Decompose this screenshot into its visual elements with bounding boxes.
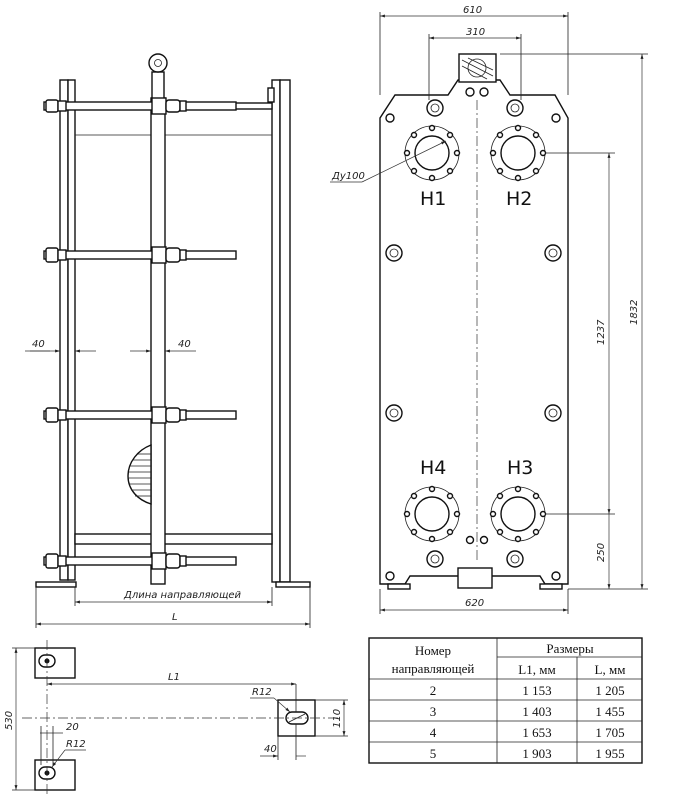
table-cell: 5 — [430, 746, 437, 761]
dimensions-table: Номер направляющей Размеры L1, мм L, мм … — [368, 637, 643, 764]
guide-detail: L1 530 R12 20 R12 40 110 — [4, 640, 348, 796]
right-post-outer — [271, 79, 281, 583]
dim-width-top: 610 — [463, 5, 482, 16]
dim-r12-bottom: R12 — [66, 739, 86, 750]
dim-20: 20 — [66, 722, 79, 733]
dim-total-length: L — [172, 612, 178, 623]
table-cell: 2 — [430, 683, 437, 698]
left-post-outer — [59, 79, 69, 581]
table-header-number: Номер — [415, 643, 451, 658]
left-post-inner — [67, 79, 76, 581]
dim-40-left: 40 — [32, 339, 45, 350]
guide-bar-2 — [43, 246, 237, 264]
side-view: H1 H2 H4 H3 Ду100 610 310 1832 1237 250 — [330, 5, 648, 614]
table-cell: 1 903 — [522, 746, 551, 761]
dim-nozzle: Ду100 — [331, 171, 365, 182]
port-label-h3: H3 — [507, 457, 533, 479]
dim-40-detail: 40 — [264, 744, 277, 755]
dim-width-bottom: 620 — [465, 598, 484, 609]
table-cell: 1 705 — [595, 725, 624, 740]
table-cell: 1 653 — [522, 725, 551, 740]
dim-r12-top: R12 — [252, 687, 272, 698]
port-label-h1: H1 — [420, 188, 446, 210]
front-view: 40 40 Длина направляющей L — [25, 53, 311, 628]
frame-plate — [379, 79, 569, 585]
dim-port-bottom: 250 — [596, 543, 607, 562]
guide-bar-4 — [43, 552, 237, 570]
port-flange-h1 — [403, 124, 461, 182]
dim-guide-length: Длина направляющей — [123, 590, 242, 601]
table-cell: 1 153 — [522, 683, 551, 698]
table-cell: 3 — [430, 704, 437, 719]
port-flange-h4 — [403, 485, 461, 543]
plate-bolts — [385, 99, 562, 581]
table-header-dimensions: Размеры — [546, 641, 593, 656]
port-label-h4: H4 — [420, 457, 446, 479]
dim-l1: L1 — [168, 672, 180, 683]
dim-530: 530 — [4, 711, 15, 730]
table-header-l: L, мм — [595, 662, 626, 677]
guide-bar-1 — [43, 97, 237, 115]
table-header-number-line2: направляющей — [392, 661, 475, 676]
guide-bar-3 — [43, 406, 237, 424]
table-cell: 1 403 — [522, 704, 551, 719]
table-cell: 4 — [430, 725, 437, 740]
dim-height-total: 1832 — [629, 300, 640, 325]
table-header-l1: L1, мм — [518, 662, 555, 677]
dim-110: 110 — [332, 709, 343, 728]
moving-plate — [150, 97, 166, 585]
dim-40-right: 40 — [178, 339, 191, 350]
right-foot — [275, 581, 311, 588]
port-label-h2: H2 — [506, 188, 532, 210]
left-foot — [35, 581, 77, 588]
table-cell: 1 455 — [595, 704, 624, 719]
port-flange-h3 — [489, 485, 547, 543]
bottom-beam — [74, 533, 273, 545]
table-cell: 1 955 — [595, 746, 624, 761]
table-cell: 1 205 — [595, 683, 624, 698]
right-post-inner — [279, 79, 291, 583]
dim-port-vertical: 1237 — [596, 319, 607, 345]
dim-port-spacing: 310 — [466, 27, 485, 38]
